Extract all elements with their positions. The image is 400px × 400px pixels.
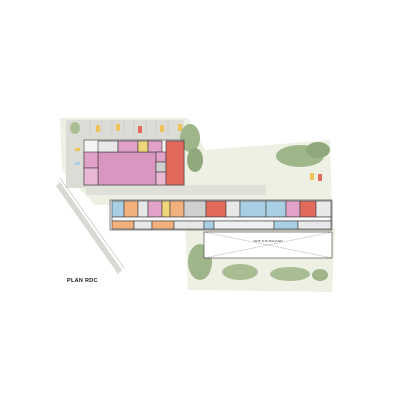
room: [297, 220, 332, 230]
room: [315, 200, 332, 218]
room: [169, 200, 185, 218]
room: [123, 200, 139, 218]
car: [116, 124, 120, 131]
stair: [165, 140, 185, 186]
room: [137, 140, 149, 153]
parking-stripes: [89, 121, 169, 134]
car: [138, 126, 142, 133]
tree: [70, 122, 80, 134]
room: [137, 200, 149, 218]
road-edge: [59, 177, 125, 269]
room: [117, 140, 139, 153]
car: [160, 125, 164, 132]
car: [310, 173, 314, 180]
lower-building: [109, 199, 333, 231]
room: [161, 200, 171, 218]
tree: [222, 264, 258, 280]
parking-lower: [86, 185, 266, 195]
plan-title: PLAN RDC: [67, 278, 98, 284]
room: [147, 200, 163, 218]
tree: [270, 267, 310, 281]
room: [265, 200, 287, 218]
main-hall: [97, 151, 157, 186]
tree: [180, 124, 200, 152]
room: [183, 200, 207, 218]
room: [83, 151, 99, 169]
void-cross: [203, 231, 333, 259]
room: [155, 161, 167, 173]
car: [75, 148, 80, 151]
upper-building: [83, 139, 185, 186]
room: [155, 171, 167, 186]
parking-lot: [66, 120, 184, 140]
room: [155, 151, 167, 163]
room: [151, 220, 175, 230]
car: [75, 162, 80, 165]
room: [97, 140, 119, 153]
room: [285, 200, 301, 218]
car: [178, 124, 182, 131]
room: [173, 220, 205, 230]
room: [111, 200, 125, 218]
room: [273, 220, 299, 230]
corridor: [111, 216, 332, 222]
room: [203, 220, 215, 230]
room: [205, 200, 227, 218]
room: [239, 200, 267, 218]
void-label: VIDE SUR MAGASIN: [253, 239, 282, 243]
road: [56, 182, 122, 274]
car: [96, 125, 100, 132]
tree: [187, 148, 203, 172]
room: [299, 200, 317, 218]
room: [213, 220, 275, 230]
room: [111, 220, 135, 230]
trees: [70, 122, 330, 281]
tree: [306, 142, 330, 158]
cars: [75, 124, 322, 181]
car: [318, 174, 322, 181]
room: [83, 167, 99, 186]
tree: [312, 269, 328, 281]
room: [225, 200, 241, 218]
void-area: VIDE SUR MAGASIN: [203, 231, 333, 259]
room: [147, 140, 163, 153]
room: [133, 220, 153, 230]
